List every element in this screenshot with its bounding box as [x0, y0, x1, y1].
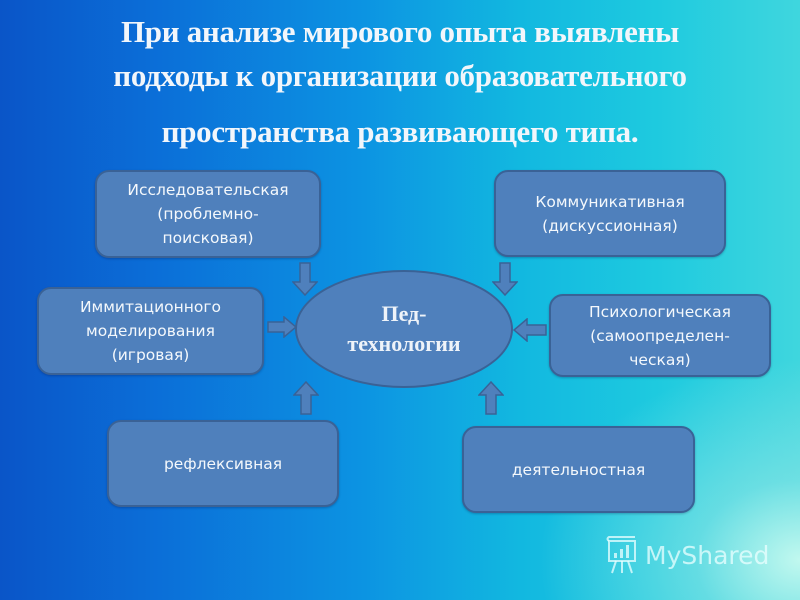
approach-psychological-label: Психологическая (самоопределен- ческая)	[589, 302, 731, 369]
approach-communicative-label: Коммуникативная (дискуссионная)	[535, 192, 685, 235]
approach-simulation-box: Иммитационного моделирования (игровая)	[37, 287, 264, 375]
center-ellipse: Пед- технологии	[295, 270, 513, 388]
watermark: MyShared	[605, 530, 795, 580]
presentation-board-icon	[606, 536, 636, 574]
title-line-2: подходы к организации образовательного	[113, 58, 687, 93]
title-line-1: При анализе мирового опыта выявлены	[120, 14, 680, 49]
approach-psychological-box: Психологическая (самоопределен- ческая)	[549, 294, 771, 377]
arrow-right-icon	[267, 316, 297, 338]
title-line-3: пространства развивающего типа.	[161, 114, 639, 149]
approach-simulation-label: Иммитационного моделирования (игровая)	[79, 298, 222, 364]
approach-activity-box: деятельностная	[462, 426, 695, 513]
arrow-left-icon	[513, 318, 547, 342]
arrow-down-icon	[292, 262, 318, 296]
approach-communicative-box: Коммуникативная (дискуссионная)	[494, 170, 726, 257]
slide-title: При анализе мирового опыта выявлены подх…	[0, 10, 800, 154]
watermark-text: MyShared	[645, 540, 770, 570]
approach-research-label: Исследовательская (проблемно- поисковая)	[127, 181, 289, 247]
arrow-up-icon	[293, 381, 319, 415]
arrow-down-icon	[492, 262, 518, 296]
approach-research-box: Исследовательская (проблемно- поисковая)	[95, 170, 321, 258]
arrow-up-icon	[478, 381, 504, 415]
approach-reflexive-box: рефлексивная	[107, 420, 339, 507]
approach-activity-label: деятельностная	[511, 460, 646, 479]
approach-reflexive-label: рефлексивная	[163, 454, 283, 473]
center-label: Пед- технологии	[347, 301, 461, 356]
